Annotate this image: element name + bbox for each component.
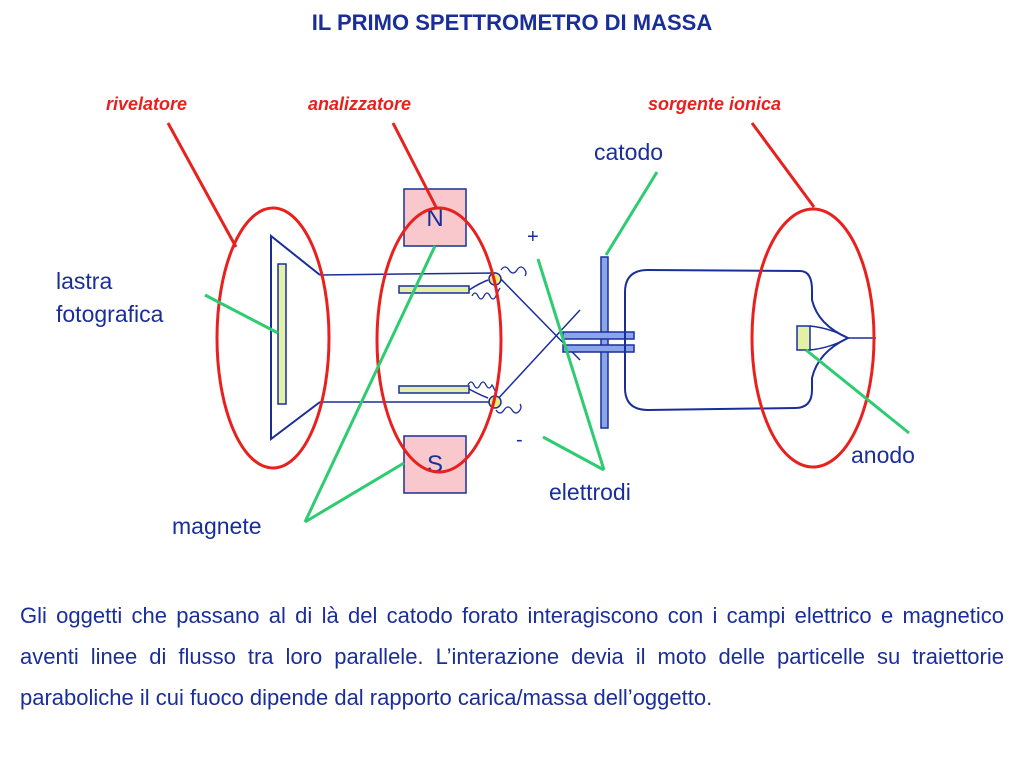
electrodes-label: elettrodi	[549, 479, 631, 505]
detector-label: rivelatore	[106, 94, 187, 114]
minus-sign-label: -	[516, 429, 523, 451]
plate-pointer-line	[204, 293, 279, 335]
analyzer-callout-line	[391, 122, 439, 210]
cathode-label: catodo	[594, 139, 663, 165]
ion-source-bulb	[624, 268, 851, 412]
ion-source-label: sorgente ionica	[648, 94, 781, 114]
magnet-north-label: N	[426, 205, 443, 232]
plus-sign-label: +	[527, 226, 539, 248]
electrode-pointer-line-lower	[542, 435, 605, 472]
magnet-pointer-line-south	[304, 461, 405, 524]
magnet-label: magnete	[172, 513, 262, 539]
upper-coil-right	[500, 266, 527, 277]
lower-coil-left	[467, 381, 497, 394]
magnet-south-label: S	[427, 451, 443, 478]
analyzer-region-ellipse	[375, 206, 503, 474]
detector-housing	[270, 233, 321, 442]
photo-plate-label-line2: fotografica	[56, 301, 164, 327]
upper-plate-wire	[468, 279, 489, 291]
cathode-rod	[600, 256, 609, 429]
cathode-pointer-line	[604, 171, 659, 256]
magnet-south-pole	[403, 435, 467, 494]
detector-region-ellipse	[215, 206, 331, 470]
ion-source-region-ellipse	[750, 207, 876, 469]
description-paragraph: Gli oggetti che passano al di là del cat…	[20, 603, 1004, 710]
lower-coil-right	[495, 403, 522, 414]
anode-funnel	[809, 325, 876, 351]
page-title: IL PRIMO SPETTROMETRO DI MASSA	[311, 10, 713, 35]
anode-label: anodo	[851, 442, 915, 468]
magnet-pointer-line-north	[303, 245, 437, 523]
lower-deflection-plate	[398, 385, 470, 394]
photo-plate-label-line1: lastra	[56, 268, 112, 294]
cathode-bar-lower	[562, 344, 635, 353]
ion-source-callout-line	[750, 122, 816, 208]
photographic-plate	[277, 263, 287, 405]
electrode-pointer-line-upper	[536, 258, 606, 471]
detector-callout-line	[166, 122, 238, 248]
lower-plate-wire	[468, 388, 489, 399]
upper-deflection-plate	[398, 285, 470, 294]
cathode-bar-upper	[562, 331, 635, 340]
anode-pointer-line	[805, 348, 910, 435]
analyzer-label: analizzatore	[308, 94, 411, 114]
anode-element	[796, 325, 811, 351]
